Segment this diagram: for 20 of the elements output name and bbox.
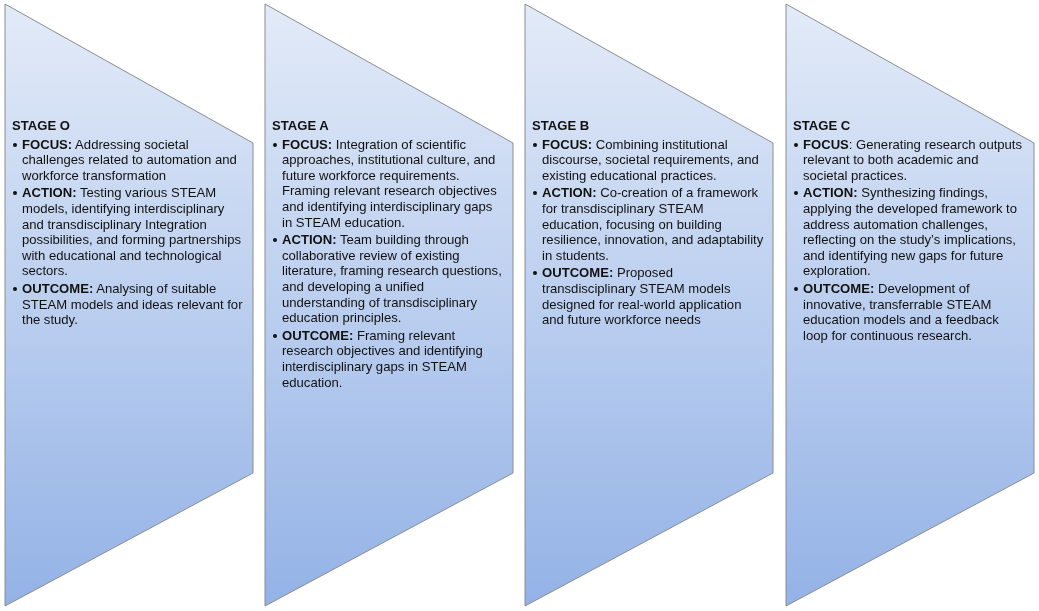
chevron-panel	[785, 3, 1035, 607]
bullet-text: FOCUS: Integration of scientific approaches, institutional culture, and future workforce requirements. Framing relevant research objectives and identifying interdisciplinary gaps in STEAM education.	[282, 136, 497, 230]
bullet-text: OUTCOME: Development of innovative, transferrable STEAM education models and a feedback loop for continuous research.	[803, 280, 999, 343]
bullet-text: ACTION: Synthesizing findings, applying the developed framework to address automation challenges, reflecting on the study’s implications, and identifying new gaps for future exploration.	[803, 185, 1017, 279]
bullet-text: ACTION: Testing various STEAM models, identifying interdisciplinary and transdisciplinary Integration possibilities, and forming partnerships with educational and technological sectors.	[22, 185, 242, 279]
stage-heading: STAGE B	[532, 118, 591, 134]
stage-heading: STAGE C	[793, 118, 852, 134]
stage-heading: STAGE A	[272, 118, 330, 134]
bullet-text: FOCUS: Addressing societal challenges related to automation and workforce transformation	[22, 136, 237, 183]
bullet-text: OUTCOME: Analysing of suitable STEAM models and ideas relevant for the study.	[22, 280, 243, 328]
bullet-text: ACTION: Team building through collaborative review of existing literature, framing research questions, and developing a unified understanding of transdisciplinary education principles.	[282, 232, 502, 326]
bullet-text: ACTION: Co-creation of a framework for transdisciplinary STEAM education, focusing on building resilience, innovation, and adaptability in students.	[542, 185, 764, 263]
stage-heading: STAGE O	[12, 118, 71, 134]
chevron-panel	[4, 3, 254, 607]
bullet-text: OUTCOME: Proposed transdisciplinary STEAM models designed for real-world application and future workforce needs	[542, 265, 742, 328]
chevron-panel	[264, 3, 514, 607]
bullet-text: FOCUS: Generating research outputs relevant to both academic and societal practices.	[803, 136, 1023, 183]
chevron-panel	[524, 3, 774, 607]
bullet-text: OUTCOME: Framing relevant research objectives and identifying interdisciplinary gaps in STEAM education.	[282, 327, 483, 390]
bullet-text: FOCUS: Combining institutional discourse, societal requirements, and existing educational practices.	[542, 136, 759, 183]
